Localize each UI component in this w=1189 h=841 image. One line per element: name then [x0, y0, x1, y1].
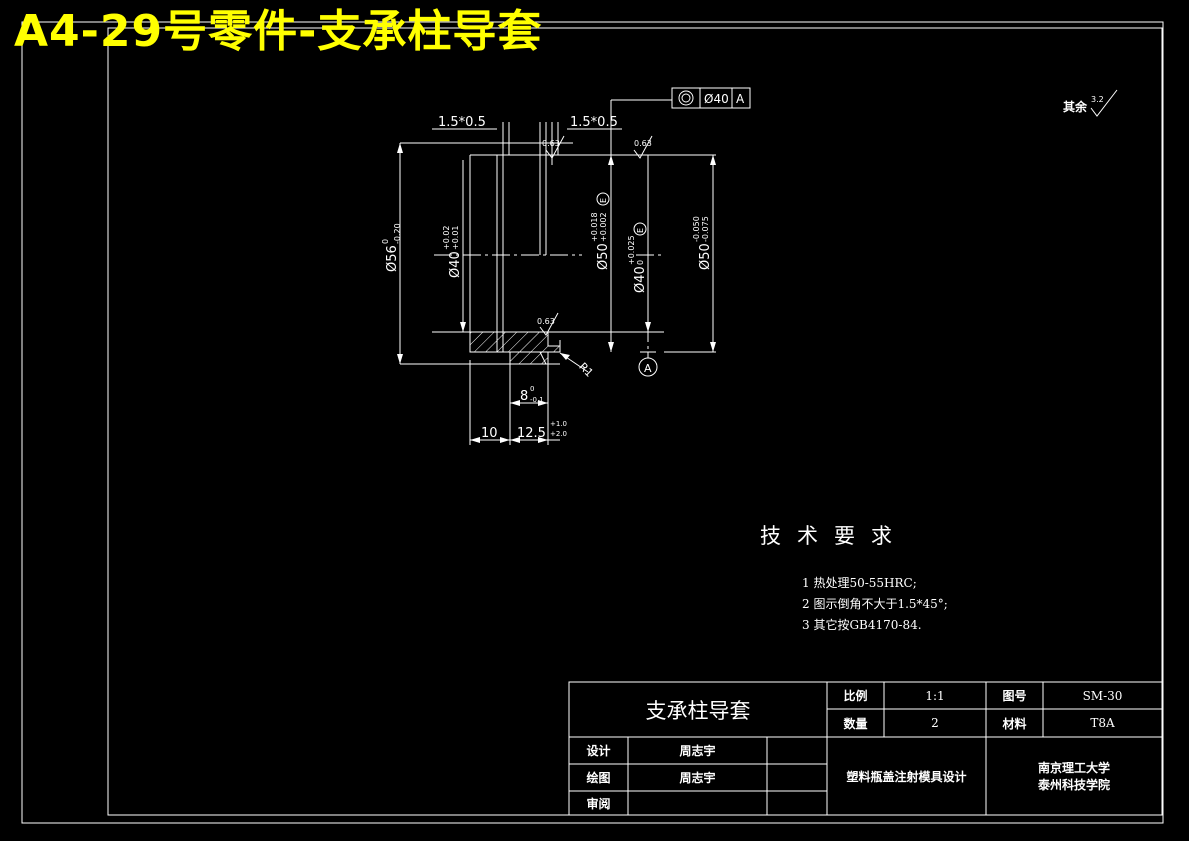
roughness-mark-1: 0.63: [542, 139, 560, 148]
center-lines: [434, 208, 664, 355]
material-value: T8A: [1090, 716, 1115, 730]
dia-56-label: Ø56 0 -0.20: [381, 223, 402, 272]
tolerance-value: Ø40: [704, 92, 729, 106]
svg-text:+2.0: +2.0: [550, 430, 567, 438]
svg-text:Ø50: Ø50: [698, 243, 713, 270]
chamfer-left: 1.5*0.5: [438, 115, 486, 130]
svg-text:-0.050: -0.050: [692, 216, 701, 242]
scale-value: 1:1: [925, 688, 945, 703]
dim-10-label: 10: [481, 426, 498, 441]
tech-requirement-item: 1 热处理50-55HRC;: [802, 576, 917, 590]
svg-text:0: 0: [530, 385, 534, 393]
drawing-banner-title: A4-29号零件-支承柱导套: [14, 6, 543, 57]
chamfer-right: 1.5*0.5: [570, 115, 618, 130]
svg-text:E: E: [599, 198, 608, 203]
svg-text:Ø56: Ø56: [385, 245, 400, 272]
svg-text:Ø50: Ø50: [596, 243, 611, 270]
svg-text:E: E: [636, 228, 645, 233]
material-label: 材料: [1002, 716, 1027, 731]
svg-text:0: 0: [381, 239, 390, 244]
svg-text:+0.002: +0.002: [599, 212, 608, 242]
drawn-value: 周志宇: [679, 771, 716, 785]
svg-text:+0.01: +0.01: [451, 225, 460, 250]
tech-requirement-item: 2 图示倒角不大于1.5*45°;: [802, 597, 948, 611]
quantity-label: 数量: [843, 716, 868, 731]
svg-text:-0.075: -0.075: [701, 216, 710, 242]
scale-label: 比例: [843, 689, 868, 703]
review-label: 审阅: [586, 796, 611, 811]
svg-text:-0.1: -0.1: [530, 396, 544, 404]
quantity-value: 2: [931, 716, 939, 730]
arrowheads: [397, 143, 716, 443]
radius-label: R1: [576, 360, 596, 380]
design-value: 周志宇: [679, 744, 716, 758]
roughness-other-label: 其余: [1063, 99, 1088, 114]
school-line-1: 南京理工大学: [1037, 761, 1110, 775]
dia-40-right-label: Ø40 +0.025 0 E: [627, 222, 648, 293]
dim-12-5-label: 12.5 +1.0 +2.0: [517, 420, 567, 441]
datum-label: A: [644, 362, 652, 375]
datum-circle: [638, 357, 658, 377]
svg-text:8: 8: [520, 389, 528, 404]
svg-text:+0.02: +0.02: [442, 225, 451, 250]
title-block-grid: [568, 681, 1163, 816]
drawing-no-value: SM-30: [1082, 688, 1123, 703]
tech-requirements-title: 技术要求: [760, 524, 908, 548]
tolerance-datum: A: [736, 92, 745, 106]
svg-text:+0.025: +0.025: [627, 235, 636, 265]
svg-text:Ø40: Ø40: [633, 266, 648, 293]
roughness-other-value: 3.2: [1091, 95, 1104, 104]
svg-text:12.5: 12.5: [517, 426, 546, 441]
dim-8-label: 8 0 -0.1: [520, 385, 544, 404]
project-name: 塑料瓶盖注射模具设计: [846, 769, 967, 784]
school-name: 南京理工大学 泰州科技学院: [986, 737, 1162, 815]
drawing-no-label: 图号: [1002, 689, 1027, 703]
roughness-mark-3: 0.63: [537, 317, 555, 326]
review-value: [628, 791, 767, 815]
drawn-label: 绘图: [586, 771, 611, 785]
dia-40-left-label: Ø40 +0.02 +0.01: [442, 225, 463, 278]
school-line-2: 泰州科技学院: [1037, 778, 1110, 792]
tech-requirement-item: 3 其它按GB4170-84.: [802, 618, 922, 632]
section-hatch: [469, 331, 561, 365]
svg-text:-0.20: -0.20: [393, 223, 402, 244]
roughness-marks: [539, 89, 1118, 336]
outer-frame: [21, 21, 1164, 824]
svg-text:0: 0: [636, 260, 645, 265]
part-name: 支承柱导套: [645, 698, 751, 723]
svg-text:Ø40: Ø40: [448, 251, 463, 278]
design-label: 设计: [586, 744, 611, 758]
svg-text:+0.018: +0.018: [590, 212, 599, 242]
svg-text:+1.0: +1.0: [550, 420, 567, 428]
dia-50-right-label: Ø50 -0.050 -0.075: [692, 216, 713, 270]
tech-requirements-list: 1 热处理50-55HRC; 2 图示倒角不大于1.5*45°; 3 其它按GB…: [802, 573, 948, 636]
dia-50-mid-label: Ø50 +0.018 +0.002 E: [590, 192, 611, 270]
roughness-mark-2: 0.63: [634, 139, 652, 148]
tolerance-frame: Ø40 A: [671, 87, 751, 109]
